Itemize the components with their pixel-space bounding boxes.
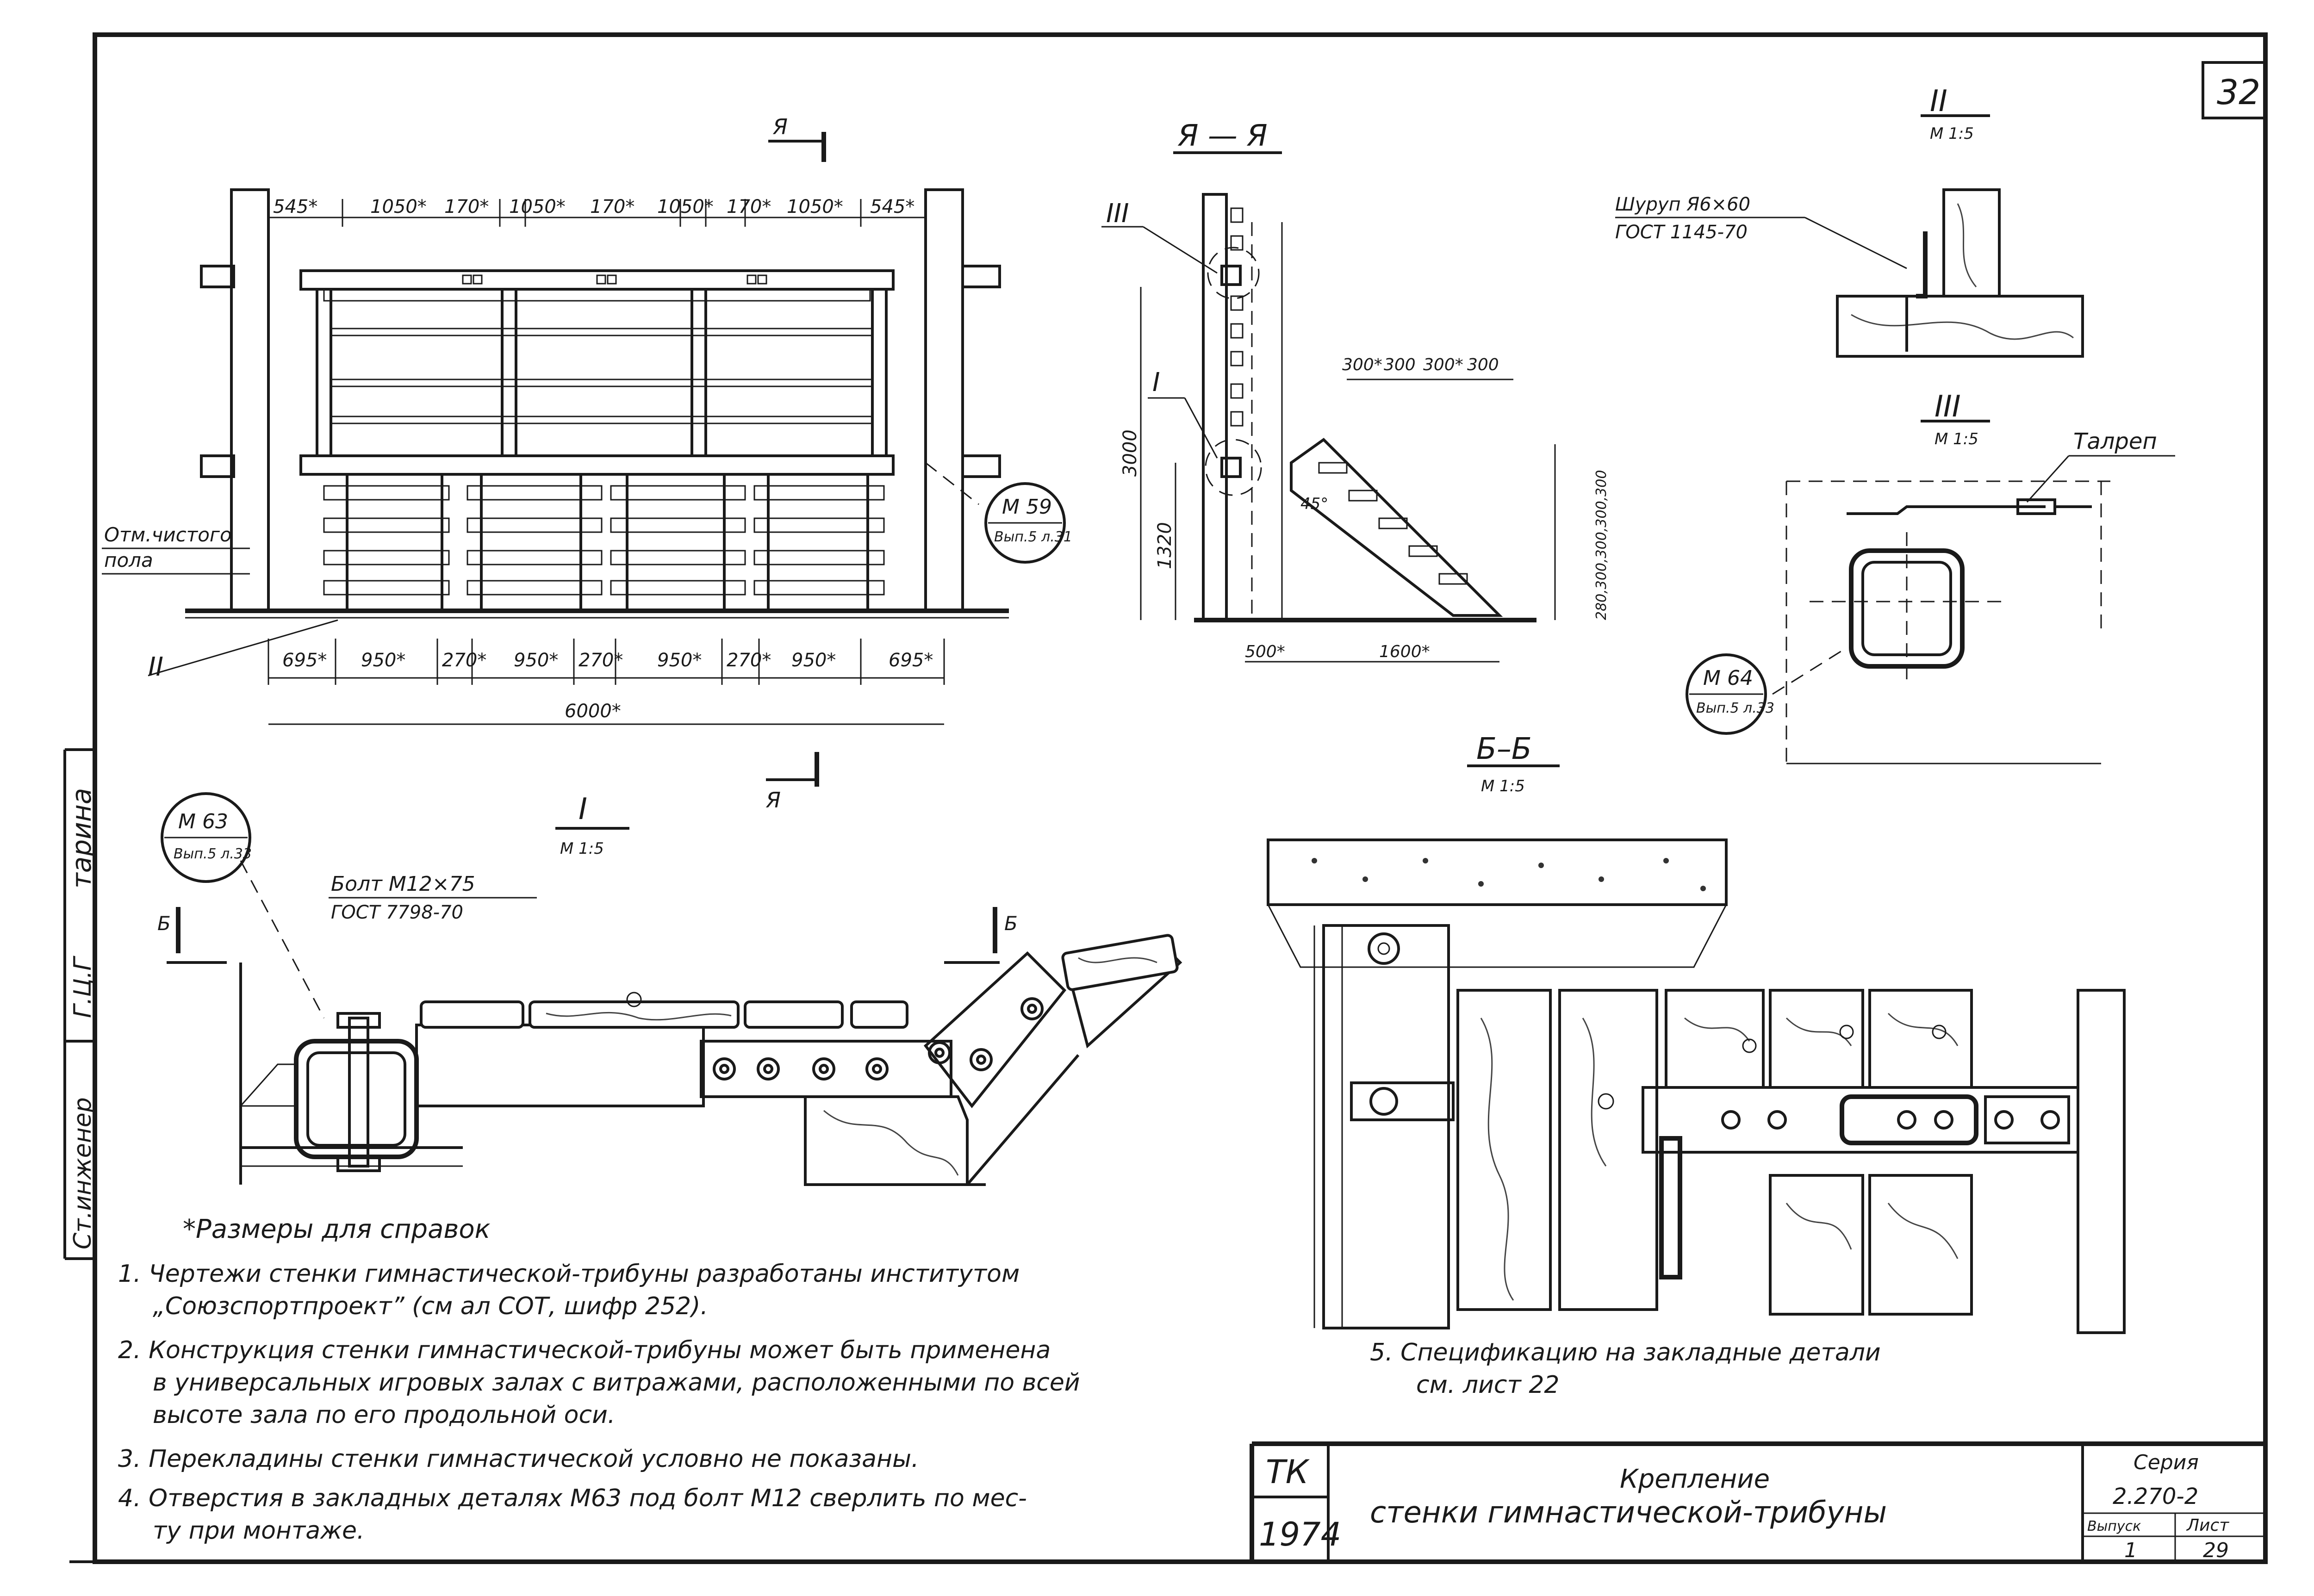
dim-overall: 6000* [565,701,621,722]
note-1b: „Союзспортпроект” (см ал СОТ, шифр 252). [153,1292,708,1320]
badge-m59-code: М 59 [1002,495,1052,519]
section-bb: Б–Б М 1:5 [1267,732,2126,1334]
dim-3000: 3000 [1120,429,1141,477]
detail-iii-title: III [1935,390,1961,424]
note-4b: ту при монтаже. [153,1517,365,1545]
dim-bot-6: 950* [657,650,702,671]
screw-label-1: Шуруп Я6×60 [1615,194,1750,215]
step-dim-1: 300* [1342,355,1382,374]
sheet-frame [93,32,2268,1564]
detail-ii: II М 1:5 Шуруп Я6×60 ГОСТ 1145-70 [1615,84,2084,358]
turnbuckle-label: Талреп [2073,428,2157,454]
note-5b: см. лист 22 [1416,1371,1560,1399]
step-dim-side: 280,300,300,300,300 [1593,470,1610,620]
section-mark-bottom: Я [765,788,781,813]
side-signature: Г.Ц.Г [69,956,97,1018]
screw-label-2: ГОСТ 1145-70 [1615,222,1748,243]
series-value: 2.270-2 [2113,1484,2198,1509]
floor-label-2: пола [104,549,153,571]
dim-top-7: 170* [727,196,771,217]
side-label-drawn: тарина [66,788,97,888]
dim-top-5: 170* [590,196,634,217]
dim-top-3: 170* [444,196,489,217]
cut-mark-right: Б [1004,912,1018,935]
side-label-engineer: Ст.инженер [69,1097,97,1249]
dim-bot-1: 695* [282,650,327,671]
roman-i: I [1152,367,1160,397]
detail-ii-title: II [1930,84,1947,118]
dim-top-6: 1050* [657,196,714,217]
detail-i-title: I [578,792,587,826]
bolt-label-2: ГОСТ 7798-70 [331,902,463,923]
badge-m64-code: М 64 [1703,666,1753,690]
dim-1600: 1600* [1379,642,1430,661]
dim-top-9: 545* [870,196,914,217]
note-2b: в универсальных игровых залах с витражам… [153,1369,1080,1397]
roman-iii: III [1106,199,1129,229]
section-aa-title: Я — Я [1177,119,1268,153]
dim-top-8: 1050* [787,196,843,217]
note-2c: высоте зала по его продольной оси. [153,1401,615,1429]
floor-label-1: Отм.чистого [104,523,232,546]
note-5: 5. Спецификацию на закладные детали [1370,1339,1881,1366]
dim-bot-5: 270* [578,650,623,671]
notes: *Размеры для справок 1. Чертежи стенки г… [118,1214,1881,1545]
dim-bot-4: 950* [514,650,558,671]
badge-m63 [161,792,251,883]
drawing-title-2: стенки гимнастической-трибуны [1370,1496,1887,1530]
cut-mark-left: Б [157,912,171,935]
drawing-title-1: Крепление [1620,1464,1770,1494]
dim-500: 500* [1245,642,1285,661]
dim-bot-8: 950* [791,650,836,671]
step-dim-2: 300 [1384,355,1416,374]
step-dim-3: 300* [1423,355,1463,374]
sheet-label: Лист [2186,1516,2229,1535]
section-aa: Я — Я 45° III I [1101,119,1610,663]
detail-iii: III М 1:5 Талреп М 64 Вып.5 л.33 [1686,390,2175,764]
note-1: 1. Чертежи стенки гимнастической-трибуны… [118,1260,1020,1288]
title-block: ТК 1974 Крепление стенки гимнастической-… [1250,1441,2265,1562]
page-number: 32 [2217,73,2260,112]
dim-top-2: 1050* [370,196,427,217]
org-year: 1974 [1259,1515,1341,1553]
main-elevation: 545* 1050* 170* 1050* 170* 1050* 170* 10… [102,114,1072,813]
badge-m59 [984,482,1066,564]
badge-m64-ref: Вып.5 л.33 [1696,700,1774,716]
badge-m64 [1686,653,1767,735]
issue-label: Выпуск [2087,1518,2141,1534]
series-label: Серия [2134,1451,2199,1474]
badge-m59-ref: Вып.5 л.31 [994,529,1072,545]
dim-top-1: 545* [273,196,317,217]
section-bb-scale: М 1:5 [1481,777,1525,795]
section-mark-top: Я [772,114,788,139]
section-bb-title: Б–Б [1476,732,1532,766]
dim-bot-2: 950* [361,650,405,671]
callout-ii: II [148,652,163,682]
page-number-box [2202,61,2267,119]
issue-value: 1 [2124,1539,2137,1562]
badge-m63-code: М 63 [178,810,228,833]
bolt-label-1: Болт М12×75 [331,872,475,896]
angle-label: 45° [1300,495,1328,513]
dim-bot-7: 270* [727,650,771,671]
note-2: 2. Конструкция стенки гимнастической-три… [118,1336,1051,1364]
badge-m63-ref: Вып.5 л.33 [174,846,252,862]
detail-i-scale: М 1:5 [560,839,604,858]
note-4: 4. Отверстия в закладных деталях М63 под… [118,1484,1027,1512]
detail-i: I М 1:5 Болт М12×75 ГОСТ 7798-70 М 63 Вы… [157,792,1182,1186]
ref-note: *Размеры для справок [183,1214,491,1244]
dim-1320: 1320 [1154,522,1176,569]
dim-bot-3: 270* [442,650,486,671]
note-3: 3. Перекладины стенки гимнастической усл… [118,1445,919,1473]
sheet-value: 29 [2203,1539,2229,1562]
detail-ii-scale: М 1:5 [1930,124,1974,143]
dim-top-4: 1050* [509,196,566,217]
org-code: ТК [1266,1453,1310,1491]
detail-iii-scale: М 1:5 [1935,430,1978,448]
dim-bot-9: 695* [889,650,933,671]
step-dim-4: 300 [1467,355,1499,374]
